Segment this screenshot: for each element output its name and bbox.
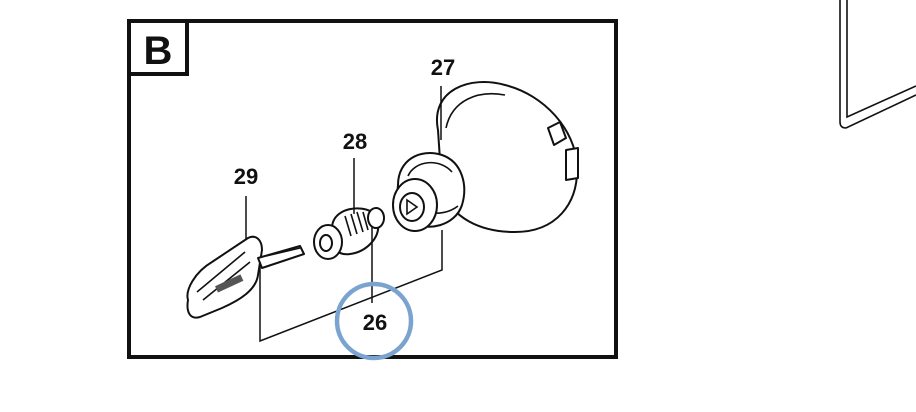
part-27-switch-housing — [392, 81, 579, 233]
section-label-box — [127, 19, 189, 76]
adjacent-frame-fragment — [839, 0, 916, 129]
part-29-key — [186, 235, 305, 319]
leader-lines — [245, 86, 443, 343]
callout-27: 27 — [431, 55, 455, 80]
highlight-circle — [334, 281, 414, 361]
callout-26: 26 — [363, 310, 387, 335]
callout-28: 28 — [343, 129, 367, 154]
callout-29: 29 — [234, 164, 258, 189]
section-label: B — [144, 29, 173, 73]
part-28-lock-cylinder — [313, 207, 385, 260]
